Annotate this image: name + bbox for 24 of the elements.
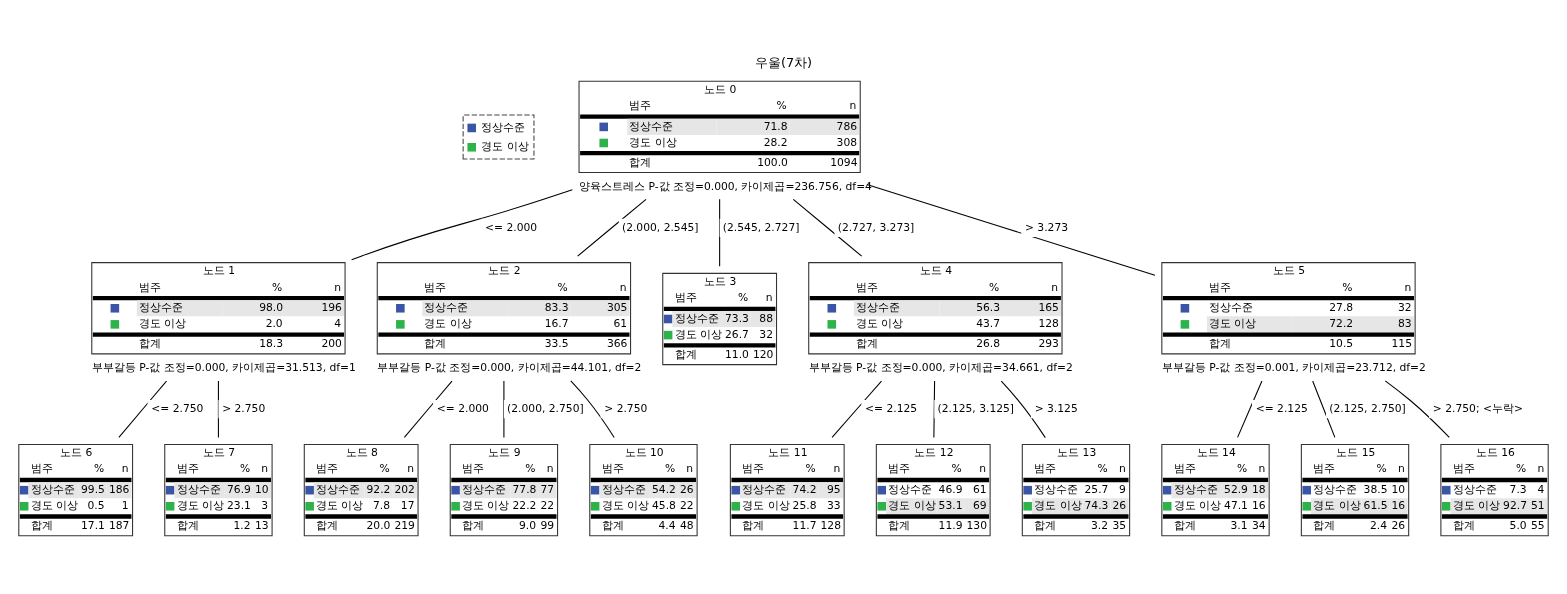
edge-label: > 2.750 <box>604 402 648 416</box>
edge-label: <= 2.125 <box>865 402 918 416</box>
node-label: 양육스트레스 P-값 조정=0.000, 카이제곱=236.756, df=4 <box>579 179 872 193</box>
edge-label: > 3.125 <box>1034 402 1078 416</box>
edge-label: (2.727, 3.273] <box>837 220 915 234</box>
edge-label: (2.000, 2.750] <box>507 402 584 416</box>
edge-label: (2.125, 2.750] <box>1329 402 1406 416</box>
legend-label: 정상수준 <box>481 120 526 134</box>
edge-label: (2.000, 2.545] <box>621 220 699 234</box>
edge-label: <= 2.000 <box>436 402 489 416</box>
edge-label: <= 2.000 <box>485 220 538 234</box>
node-label: 부부갈등 P-값 조정=0.000, 카이제곱=31.513, df=1 <box>91 361 356 375</box>
legend-label: 경도 이상 <box>481 139 529 153</box>
diagram-title: 우울(7차) <box>754 54 813 70</box>
edge-label: (2.545, 2.727] <box>722 220 800 234</box>
node-label: 부부갈등 P-값 조정=0.001, 카이제곱=23.712, df=2 <box>1161 361 1426 375</box>
edge-label: > 2.750 <box>222 402 266 416</box>
edge-label: <= 2.750 <box>151 402 204 416</box>
edge-label: > 3.273 <box>1024 220 1069 234</box>
edge-label: (2.125, 3.125] <box>937 402 1015 416</box>
edge-label: <= 2.125 <box>1255 402 1308 416</box>
edge-label: > 2.750; <누락> <box>1432 402 1523 416</box>
node-label: 부부갈등 P-값 조정=0.000, 카이제곱=44.101, df=2 <box>377 361 642 375</box>
node-label: 부부갈등 P-값 조정=0.000, 카이제곱=34.661, df=2 <box>808 361 1073 375</box>
